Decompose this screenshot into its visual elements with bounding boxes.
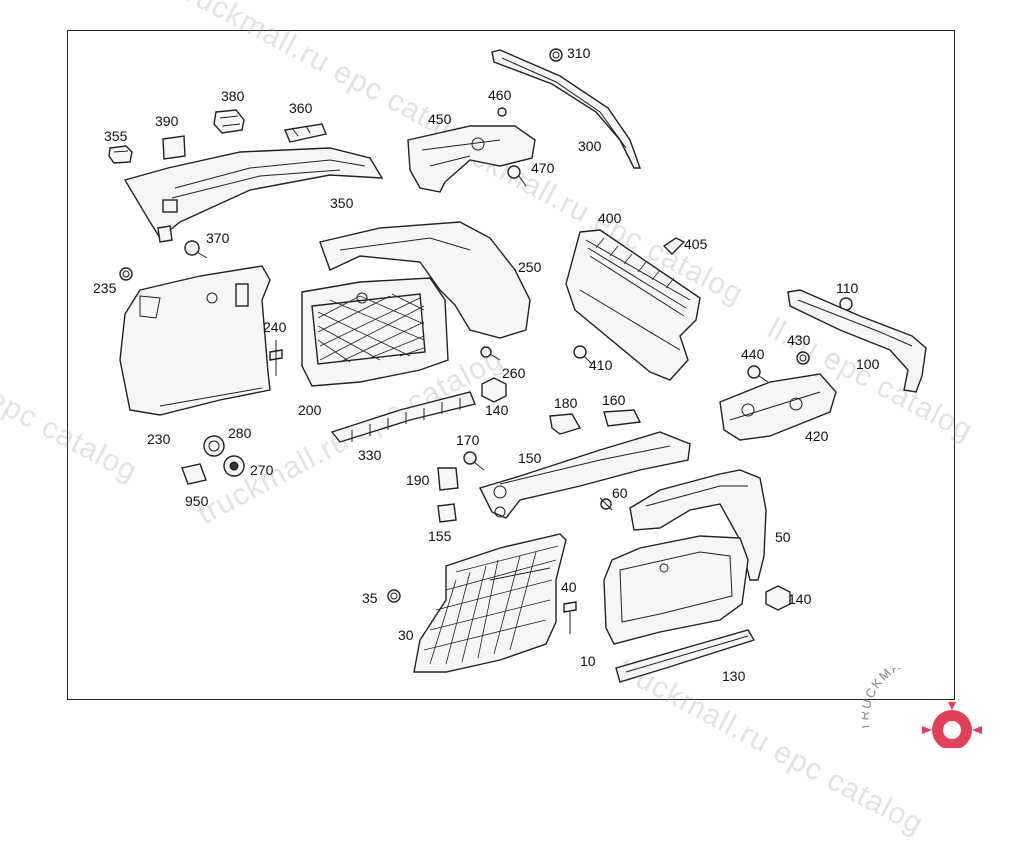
part-310-clip	[549, 48, 563, 62]
part-420-bracket	[719, 373, 837, 441]
part-280-ring	[203, 435, 225, 457]
callout-180: 180	[554, 395, 578, 411]
part-200-net-panel	[301, 277, 449, 387]
part-235-clip	[119, 267, 133, 281]
part-155-clip	[437, 503, 457, 523]
part-380-bracket	[213, 109, 245, 134]
callout-235: 235	[93, 280, 117, 296]
part-440-screw	[747, 365, 769, 383]
part-170-screw	[463, 451, 485, 471]
part-30-left-floor-panel	[413, 533, 567, 673]
callout-170: 170	[456, 432, 480, 448]
part-10-right-floor-panel	[603, 535, 749, 645]
callout-110: 110	[836, 280, 859, 296]
part-450-bracket	[407, 125, 536, 193]
callout-390: 390	[155, 113, 179, 129]
part-355-clip	[108, 145, 133, 164]
part-430-nut	[796, 351, 810, 365]
callout-440: 440	[741, 346, 765, 362]
callout-430: 430	[787, 332, 811, 348]
gear-logo-icon: TRUCKMALLPARTS	[857, 646, 982, 750]
part-390-pad	[162, 135, 186, 160]
part-350-upper-trim	[123, 147, 384, 243]
part-370-screw	[184, 240, 208, 259]
callout-360: 360	[289, 100, 313, 116]
part-150-rail	[479, 431, 691, 519]
part-140-nut-lower	[765, 585, 791, 611]
callout-240: 240	[263, 319, 287, 335]
part-160-clip	[603, 409, 642, 427]
callout-130: 130	[722, 668, 746, 684]
callout-350: 350	[330, 195, 354, 211]
callout-280: 280	[228, 425, 252, 441]
callout-355: 355	[104, 128, 128, 144]
part-405-pad	[662, 237, 686, 255]
part-230-side-panel	[119, 265, 271, 416]
part-140-nut-upper	[481, 377, 507, 403]
callout-10: 10	[580, 653, 596, 669]
callout-460: 460	[488, 87, 512, 103]
callout-420: 420	[805, 428, 829, 444]
callout-190: 190	[406, 472, 430, 488]
part-270-knob	[223, 455, 245, 477]
part-240-screw	[269, 340, 283, 376]
part-35-clip	[387, 589, 401, 603]
callout-950: 950	[185, 493, 209, 509]
callout-250: 250	[518, 259, 542, 275]
callout-160: 160	[602, 392, 626, 408]
callout-370: 370	[206, 230, 230, 246]
callout-230: 230	[147, 431, 171, 447]
truckmallparts-logo: TRUCKMALLPARTS	[857, 646, 1022, 750]
part-410-screw	[573, 345, 593, 365]
part-250-wheel-arch-trim	[319, 221, 531, 339]
callout-450: 450	[428, 111, 452, 127]
callout-140: 140	[485, 402, 509, 418]
callout-40: 40	[561, 579, 577, 595]
callout-100: 100	[856, 356, 880, 372]
callout-35: 35	[362, 590, 378, 606]
callout-330: 330	[358, 447, 382, 463]
part-40-screw	[563, 601, 577, 634]
part-460-clip	[497, 107, 507, 117]
part-260-screw	[480, 346, 501, 361]
callout-405: 405	[684, 236, 708, 252]
callout-140: 140	[788, 591, 812, 607]
part-130-trim-strip	[615, 629, 756, 683]
part-60-screw	[599, 497, 613, 511]
part-50-corner-panel	[629, 469, 767, 581]
callout-310: 310	[567, 45, 591, 61]
callout-260: 260	[502, 365, 526, 381]
part-470-screw	[507, 165, 527, 187]
callout-270: 270	[250, 462, 274, 478]
callout-50: 50	[775, 529, 791, 545]
callout-60: 60	[612, 485, 628, 501]
part-180-clip	[549, 413, 582, 435]
parts-drawing	[108, 48, 927, 683]
callout-410: 410	[589, 357, 613, 373]
part-300-strip	[491, 49, 641, 169]
part-950-clip	[181, 463, 207, 485]
callout-470: 470	[531, 160, 555, 176]
part-190-pad	[437, 467, 459, 491]
part-330-rail	[330, 391, 476, 443]
callout-150: 150	[518, 450, 542, 466]
callout-380: 380	[221, 88, 245, 104]
callout-400: 400	[598, 210, 622, 226]
part-400-sill-panel	[565, 229, 701, 381]
callout-30: 30	[398, 627, 414, 643]
callout-155: 155	[428, 528, 452, 544]
part-360-block	[284, 123, 327, 143]
callout-300: 300	[578, 138, 602, 154]
callout-200: 200	[298, 402, 322, 418]
diagram-frame	[67, 30, 955, 700]
part-100-side-rail	[787, 289, 927, 393]
